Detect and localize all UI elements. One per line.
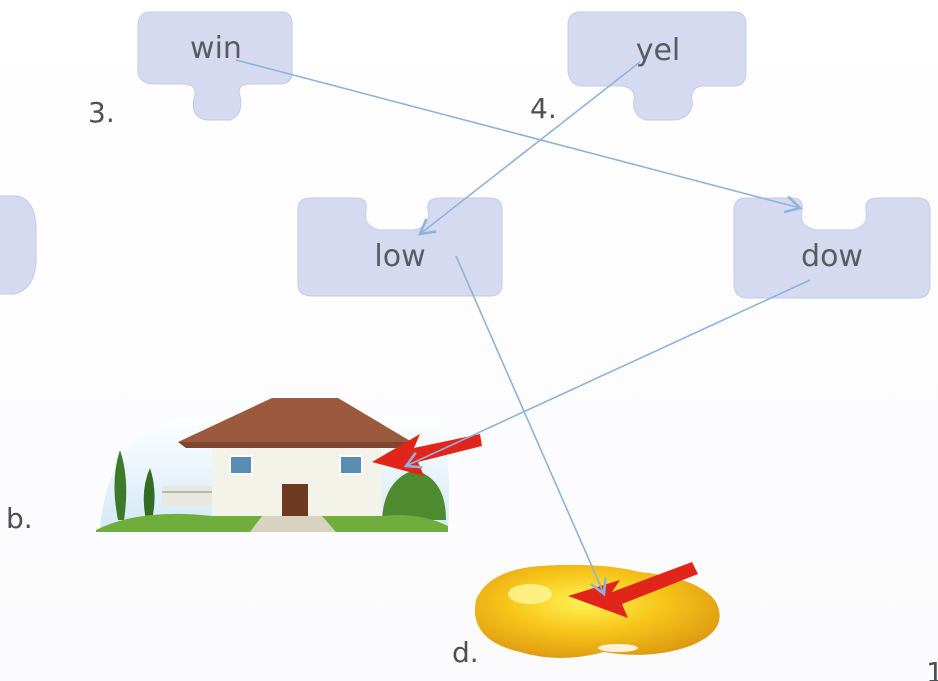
line-win-to-dow bbox=[235, 59, 803, 214]
label-4: 4. bbox=[530, 92, 557, 125]
line-dow-to-house bbox=[403, 279, 811, 469]
label-3: 3. bbox=[88, 96, 115, 129]
label-d: d. bbox=[452, 636, 479, 669]
piece-text-low: low bbox=[374, 239, 425, 274]
piece-text-yel: yel bbox=[636, 33, 681, 68]
piece-text-dow: dow bbox=[801, 239, 863, 274]
partial-puzzle-piece bbox=[0, 195, 37, 295]
puzzle-piece-low[interactable]: low bbox=[297, 197, 503, 297]
puzzle-piece-win[interactable]: win bbox=[137, 11, 293, 121]
red-pointer-puddle bbox=[568, 562, 698, 618]
line-yel-to-low bbox=[417, 61, 641, 236]
line-low-to-puddle bbox=[455, 255, 607, 597]
label-b: b. bbox=[6, 502, 33, 535]
corner-number: 1 bbox=[926, 656, 938, 681]
house-image bbox=[96, 398, 449, 532]
puzzle-piece-yel[interactable]: yel bbox=[567, 11, 747, 121]
puzzle-piece-dow[interactable]: dow bbox=[733, 197, 931, 299]
piece-text-win: win bbox=[190, 31, 242, 66]
